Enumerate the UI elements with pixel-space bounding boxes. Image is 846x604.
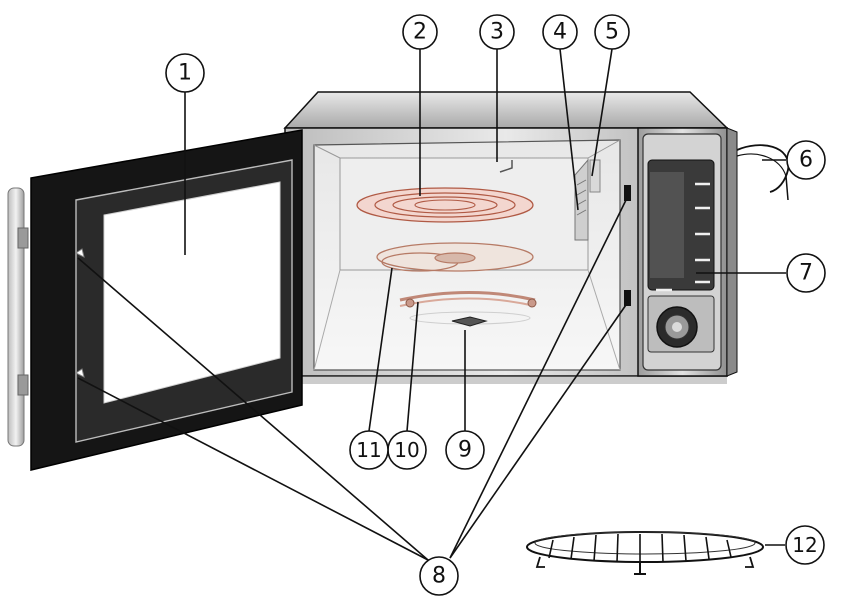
grill-rack [526,531,764,575]
svg-text:6: 6 [799,148,813,173]
svg-text:1: 1 [178,61,192,86]
callout-2: 2 [402,14,438,50]
svg-text:2: 2 [413,20,427,45]
drive-coupler [451,316,488,327]
top-panel [283,91,729,129]
svg-text:11: 11 [356,438,381,462]
door-latch-lower [75,368,85,378]
callout-4: 4 [542,14,578,50]
body-side [726,127,738,377]
control-panel [637,127,728,377]
svg-text:7: 7 [799,261,813,286]
door-latch-upper [75,248,85,258]
power-cord [736,144,790,193]
svg-text:10: 10 [394,438,419,462]
svg-text:3: 3 [490,20,504,45]
leader-lines [77,48,786,561]
callout-5: 5 [594,14,630,50]
callout-6: 6 [786,140,826,180]
callout-7: 7 [786,253,826,293]
callout-1: 1 [165,53,205,93]
door [7,129,303,471]
side-vent [574,158,601,241]
callout-3: 3 [479,14,515,50]
svg-text:4: 4 [553,20,567,45]
door-handle [7,187,25,447]
interior-lamp [499,160,513,173]
svg-text:8: 8 [432,564,446,589]
svg-text:5: 5 [605,20,619,45]
callout-8: 8 [419,556,459,596]
callout-9: 9 [445,430,485,470]
grill-element [356,187,534,223]
svg-text:12: 12 [792,533,817,557]
turntable-assembly [376,242,537,327]
latch-slot-upper [624,185,631,201]
callout-11: 11 [349,430,389,470]
door-window [103,181,281,404]
callout-10: 10 [387,430,427,470]
latch-slot-lower [624,290,631,306]
callout-12: 12 [785,525,825,565]
svg-text:9: 9 [458,438,472,463]
